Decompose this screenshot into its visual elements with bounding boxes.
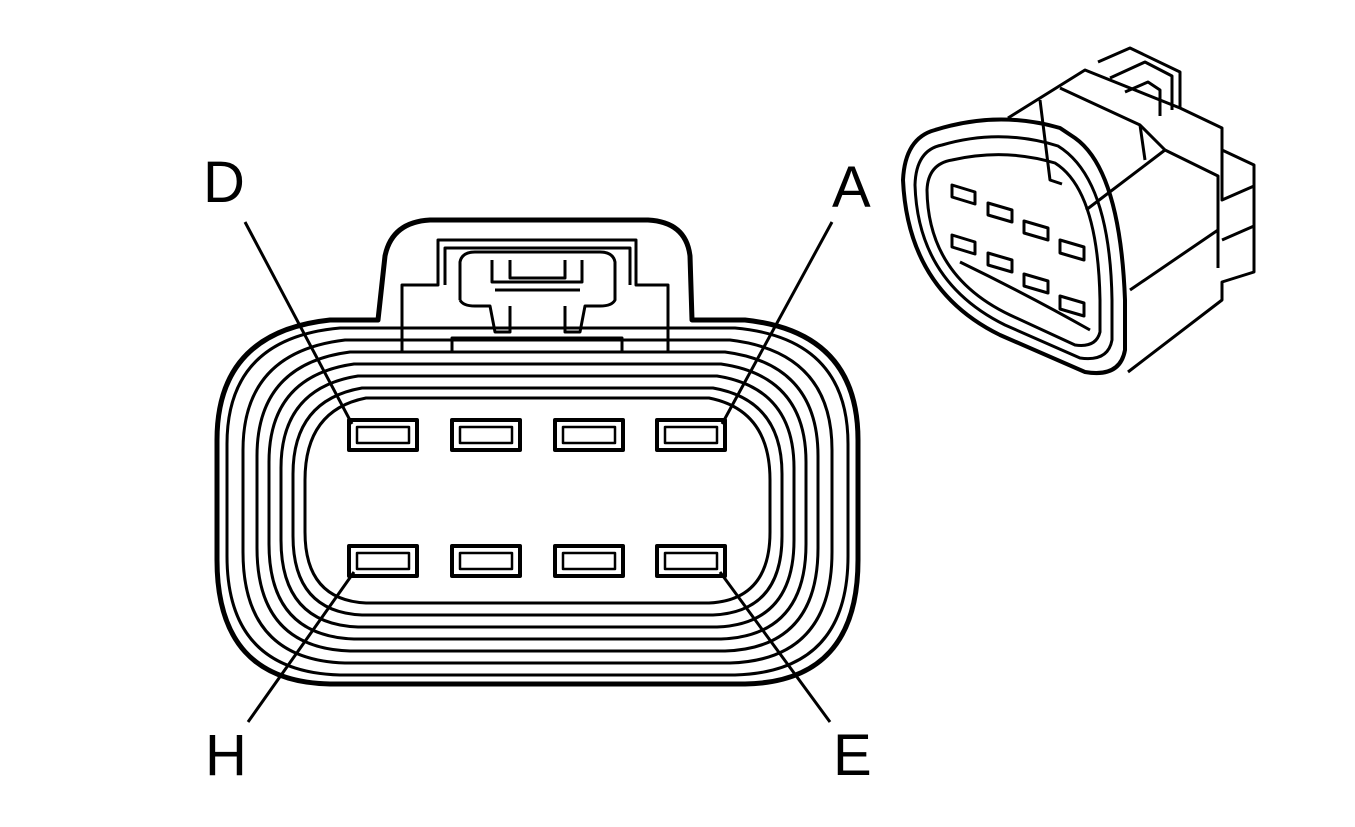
terminal-a (655, 418, 727, 452)
connector-outer-shell (214, 217, 861, 687)
iso-terminal-row-top (950, 183, 1086, 262)
seal-ring-1 (225, 326, 850, 677)
terminal-f (553, 544, 625, 578)
seal-ring-5 (279, 374, 796, 629)
terminal-cavity-outline (303, 396, 772, 605)
leader-line-h (246, 571, 356, 723)
terminal-d (347, 418, 419, 452)
terminal-row-bottom (347, 544, 727, 578)
terminal-c (450, 418, 522, 452)
connector-face-view (214, 217, 861, 723)
locking-latch (400, 238, 670, 352)
leader-line-d (243, 221, 354, 425)
terminal-g (450, 544, 522, 578)
iso-face-seal (913, 135, 1114, 361)
terminal-e (655, 544, 727, 578)
pin-label-e: E (833, 723, 872, 788)
seal-ring-2 (241, 338, 834, 665)
iso-face-inner (925, 153, 1102, 347)
seal-ring-3 (255, 350, 820, 653)
pin-label-h: H (205, 723, 247, 788)
leader-lines (243, 221, 834, 723)
terminal-b (553, 418, 625, 452)
terminal-h (347, 544, 419, 578)
connector-isometric-view (901, 46, 1256, 375)
seal-ring-6 (291, 386, 784, 617)
pin-label-a: A (832, 155, 871, 220)
pin-label-d: D (203, 150, 245, 215)
iso-terminal-row-bottom (950, 233, 1086, 318)
seal-ring-4 (267, 362, 808, 641)
iso-latch (1097, 46, 1182, 108)
iso-face-outer (901, 117, 1127, 375)
leader-line-e (718, 571, 832, 723)
leader-line-a (720, 221, 834, 425)
terminal-row-top (347, 418, 727, 452)
